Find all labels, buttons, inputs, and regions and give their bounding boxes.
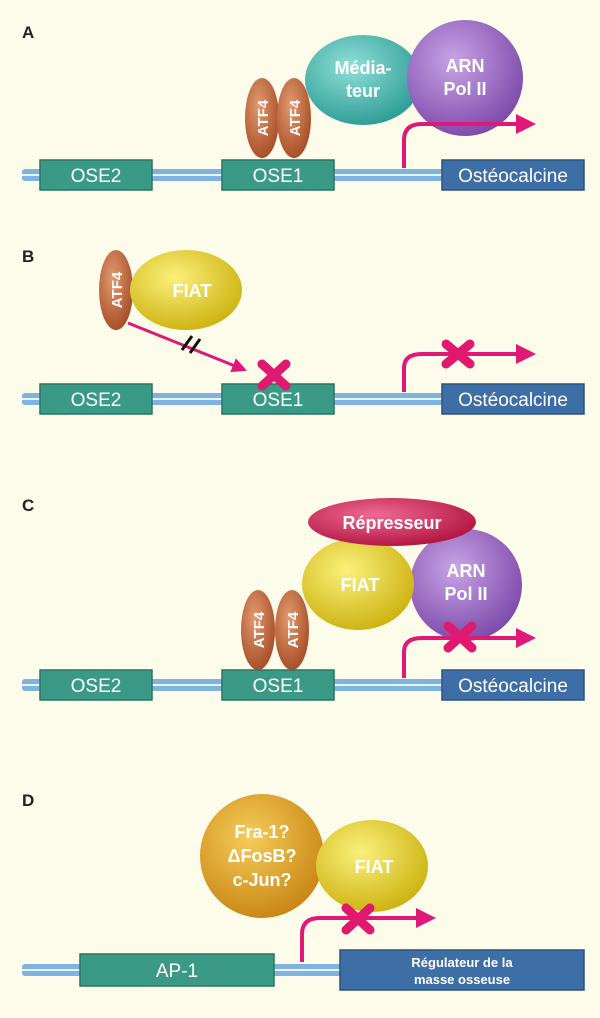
cross-mark-transcription-b	[441, 339, 475, 369]
fiat-label-b: FIAT	[173, 281, 212, 301]
fiat-d: FIAT	[316, 820, 428, 912]
gene-label-c: Ostéocalcine	[458, 676, 568, 697]
atf4-label-c-1: ATF4	[251, 611, 268, 648]
fiat-c: FIAT	[302, 538, 414, 630]
gene-label-d-line1: Régulateur de la	[411, 955, 513, 970]
ap1-label: AP-1	[156, 961, 198, 982]
atf4-b: ATF4	[99, 250, 133, 330]
factor-label-line2: ΔFosB?	[228, 846, 297, 866]
gene-label-d-line2: masse osseuse	[414, 972, 510, 987]
osteocalcin-gene-b: Ostéocalcine	[441, 383, 585, 415]
ose1-box-c: OSE1	[221, 669, 335, 701]
ose2-box-a: OSE2	[39, 159, 153, 191]
repressor-label: Répresseur	[342, 513, 441, 533]
cross-mark-ose1-b	[257, 359, 291, 391]
panel-b: B OSE2 OSE1 Ostéocalcine ATF4 FIAT	[22, 247, 585, 415]
atf4-label-a-2: ATF4	[287, 99, 304, 136]
factor-label-line1: Fra-1?	[234, 822, 289, 842]
ose2-label-a: OSE2	[71, 166, 122, 187]
atf4-c-1: ATF4	[241, 590, 275, 670]
ose1-label-b: OSE1	[253, 390, 304, 411]
ose2-box-b: OSE2	[39, 383, 153, 415]
ose1-label-a: OSE1	[253, 166, 304, 187]
atf4-label-a-1: ATF4	[255, 99, 272, 136]
mediator-a: Média- teur	[305, 35, 421, 125]
gene-label-a: Ostéocalcine	[458, 166, 568, 187]
atf4-a-2: ATF4	[277, 78, 311, 158]
panel-letter-b: B	[22, 247, 34, 266]
ose1-label-c: OSE1	[253, 676, 304, 697]
polii-label-a-line2: Pol II	[443, 79, 486, 99]
panel-d: D AP-1 Régulateur de la masse osseuse Fr…	[22, 791, 585, 991]
panel-c: C OSE2 OSE1 Ostéocalcine ATF4 ATF4 ARN	[22, 496, 585, 701]
transcription-arrow-b	[402, 344, 536, 392]
osteocalcin-gene-c: Ostéocalcine	[441, 669, 585, 701]
panel-letter-a: A	[22, 23, 34, 42]
transcription-arrow-a	[402, 114, 536, 168]
block-marks-b	[180, 335, 202, 354]
gene-label-b: Ostéocalcine	[458, 390, 568, 411]
ose2-box-c: OSE2	[39, 669, 153, 701]
ose2-label-c: OSE2	[71, 676, 122, 697]
fiat-label-c: FIAT	[341, 575, 380, 595]
atf4-label-b: ATF4	[109, 271, 126, 308]
ose1-box-b: OSE1	[221, 383, 335, 415]
repressor-c: Répresseur	[308, 498, 476, 546]
fiat-b: FIAT	[130, 250, 242, 330]
polii-label-c-line2: Pol II	[444, 584, 487, 604]
ap1-box-d: AP-1	[79, 953, 275, 987]
cross-mark-transcription-c	[443, 621, 477, 653]
bone-mass-regulator-gene-d: Régulateur de la masse osseuse	[339, 949, 585, 991]
ap1-factor-d: Fra-1? ΔFosB? c-Jun?	[200, 794, 324, 918]
panel-letter-c: C	[22, 496, 34, 515]
fiat-label-d: FIAT	[355, 857, 394, 877]
transcription-arrow-c	[402, 628, 536, 678]
ose2-label-b: OSE2	[71, 390, 122, 411]
transcription-arrow-d	[300, 908, 436, 962]
rna-pol-ii-a: ARN Pol II	[407, 20, 523, 136]
osteocalcin-gene-a: Ostéocalcine	[441, 159, 585, 191]
panel-letter-d: D	[22, 791, 34, 810]
panel-a: A OSE2 OSE1 Ostéocalcine ATF4 ATF4 Médi	[22, 20, 585, 191]
mediator-label-line1: Média-	[334, 58, 391, 78]
atf4-label-c-2: ATF4	[285, 611, 302, 648]
ose1-box-a: OSE1	[221, 159, 335, 191]
rna-pol-ii-c: ARN Pol II	[410, 529, 522, 641]
mediator-label-line2: teur	[346, 81, 380, 101]
atf4-a-1: ATF4	[245, 78, 279, 158]
factor-label-line3: c-Jun?	[232, 870, 291, 890]
atf4-c-2: ATF4	[275, 590, 309, 670]
polii-label-a-line1: ARN	[446, 56, 485, 76]
cross-mark-transcription-d	[341, 903, 375, 935]
polii-label-c-line1: ARN	[447, 561, 486, 581]
